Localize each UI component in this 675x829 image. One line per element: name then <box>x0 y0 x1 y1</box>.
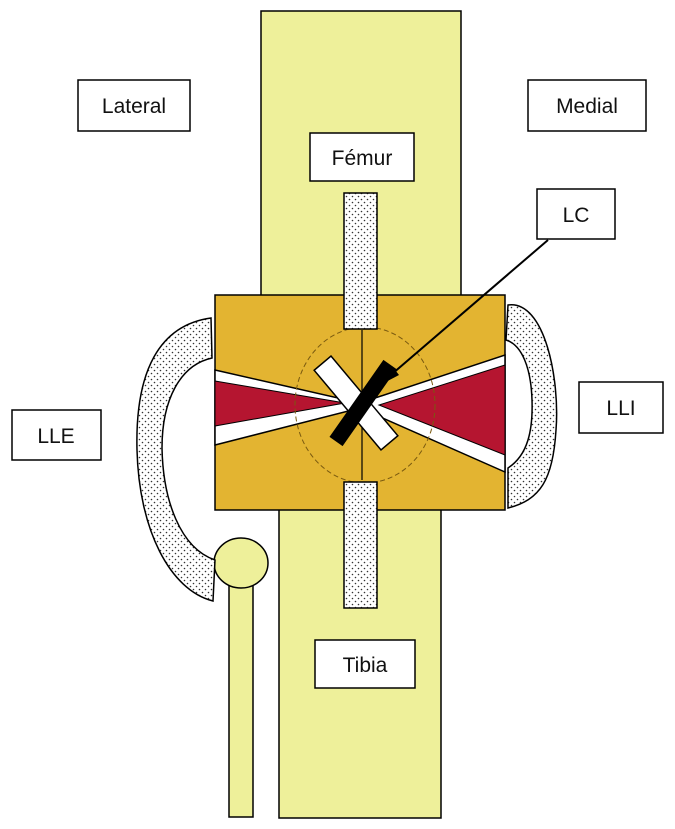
svg-text:LC: LC <box>563 204 590 227</box>
svg-text:Lateral: Lateral <box>102 95 166 118</box>
label-lc: LC <box>536 188 616 240</box>
svg-text:Tibia: Tibia <box>343 654 388 677</box>
label-medial: Medial <box>527 79 647 132</box>
svg-text:Fémur: Fémur <box>332 147 393 170</box>
fibula-shaft <box>228 567 254 818</box>
svg-text:Medial: Medial <box>556 95 618 118</box>
label-tibia: Tibia <box>314 639 416 689</box>
lateral-collateral-ligament <box>136 317 216 602</box>
label-lli: LLI <box>578 381 664 434</box>
femur-stippled-bar <box>343 192 378 330</box>
medial-meniscus <box>377 364 506 456</box>
label-lateral: Lateral <box>77 79 191 132</box>
lc-arrow <box>380 239 549 385</box>
lateral-meniscus <box>214 380 346 427</box>
cruciate-black-bar <box>329 359 397 447</box>
medial-collateral-ligament <box>505 304 558 509</box>
fibula-head <box>213 537 269 589</box>
label-femur: Fémur <box>309 132 415 182</box>
cruciate-ligaments <box>313 355 399 451</box>
svg-text:LLI: LLI <box>606 397 635 420</box>
tibia-stippled-bar <box>343 481 378 609</box>
svg-text:LLE: LLE <box>37 425 74 448</box>
label-lle: LLE <box>11 409 102 461</box>
